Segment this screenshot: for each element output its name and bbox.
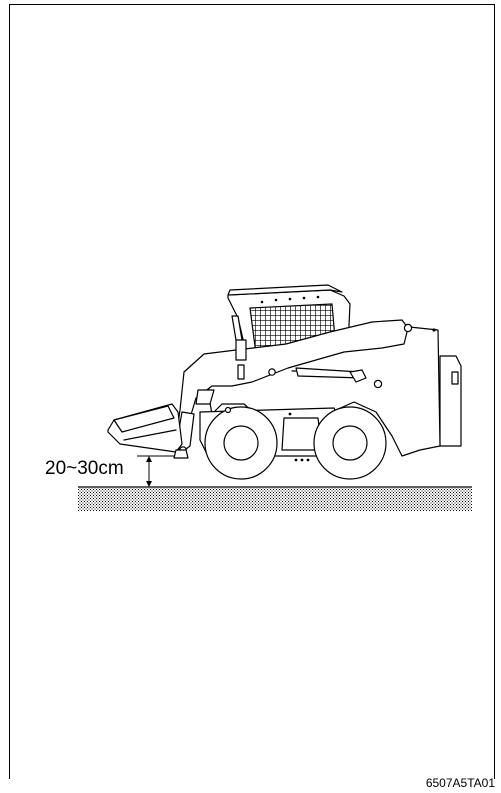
page-frame — [9, 4, 495, 779]
ground-hatch-icon — [78, 488, 472, 511]
height-dimension — [137, 455, 186, 487]
height-label: 20~30cm — [45, 458, 124, 479]
ground — [78, 486, 472, 511]
figure-code: 6507A5TA01 — [425, 776, 495, 790]
skid-steer-loader-icon — [107, 284, 462, 480]
